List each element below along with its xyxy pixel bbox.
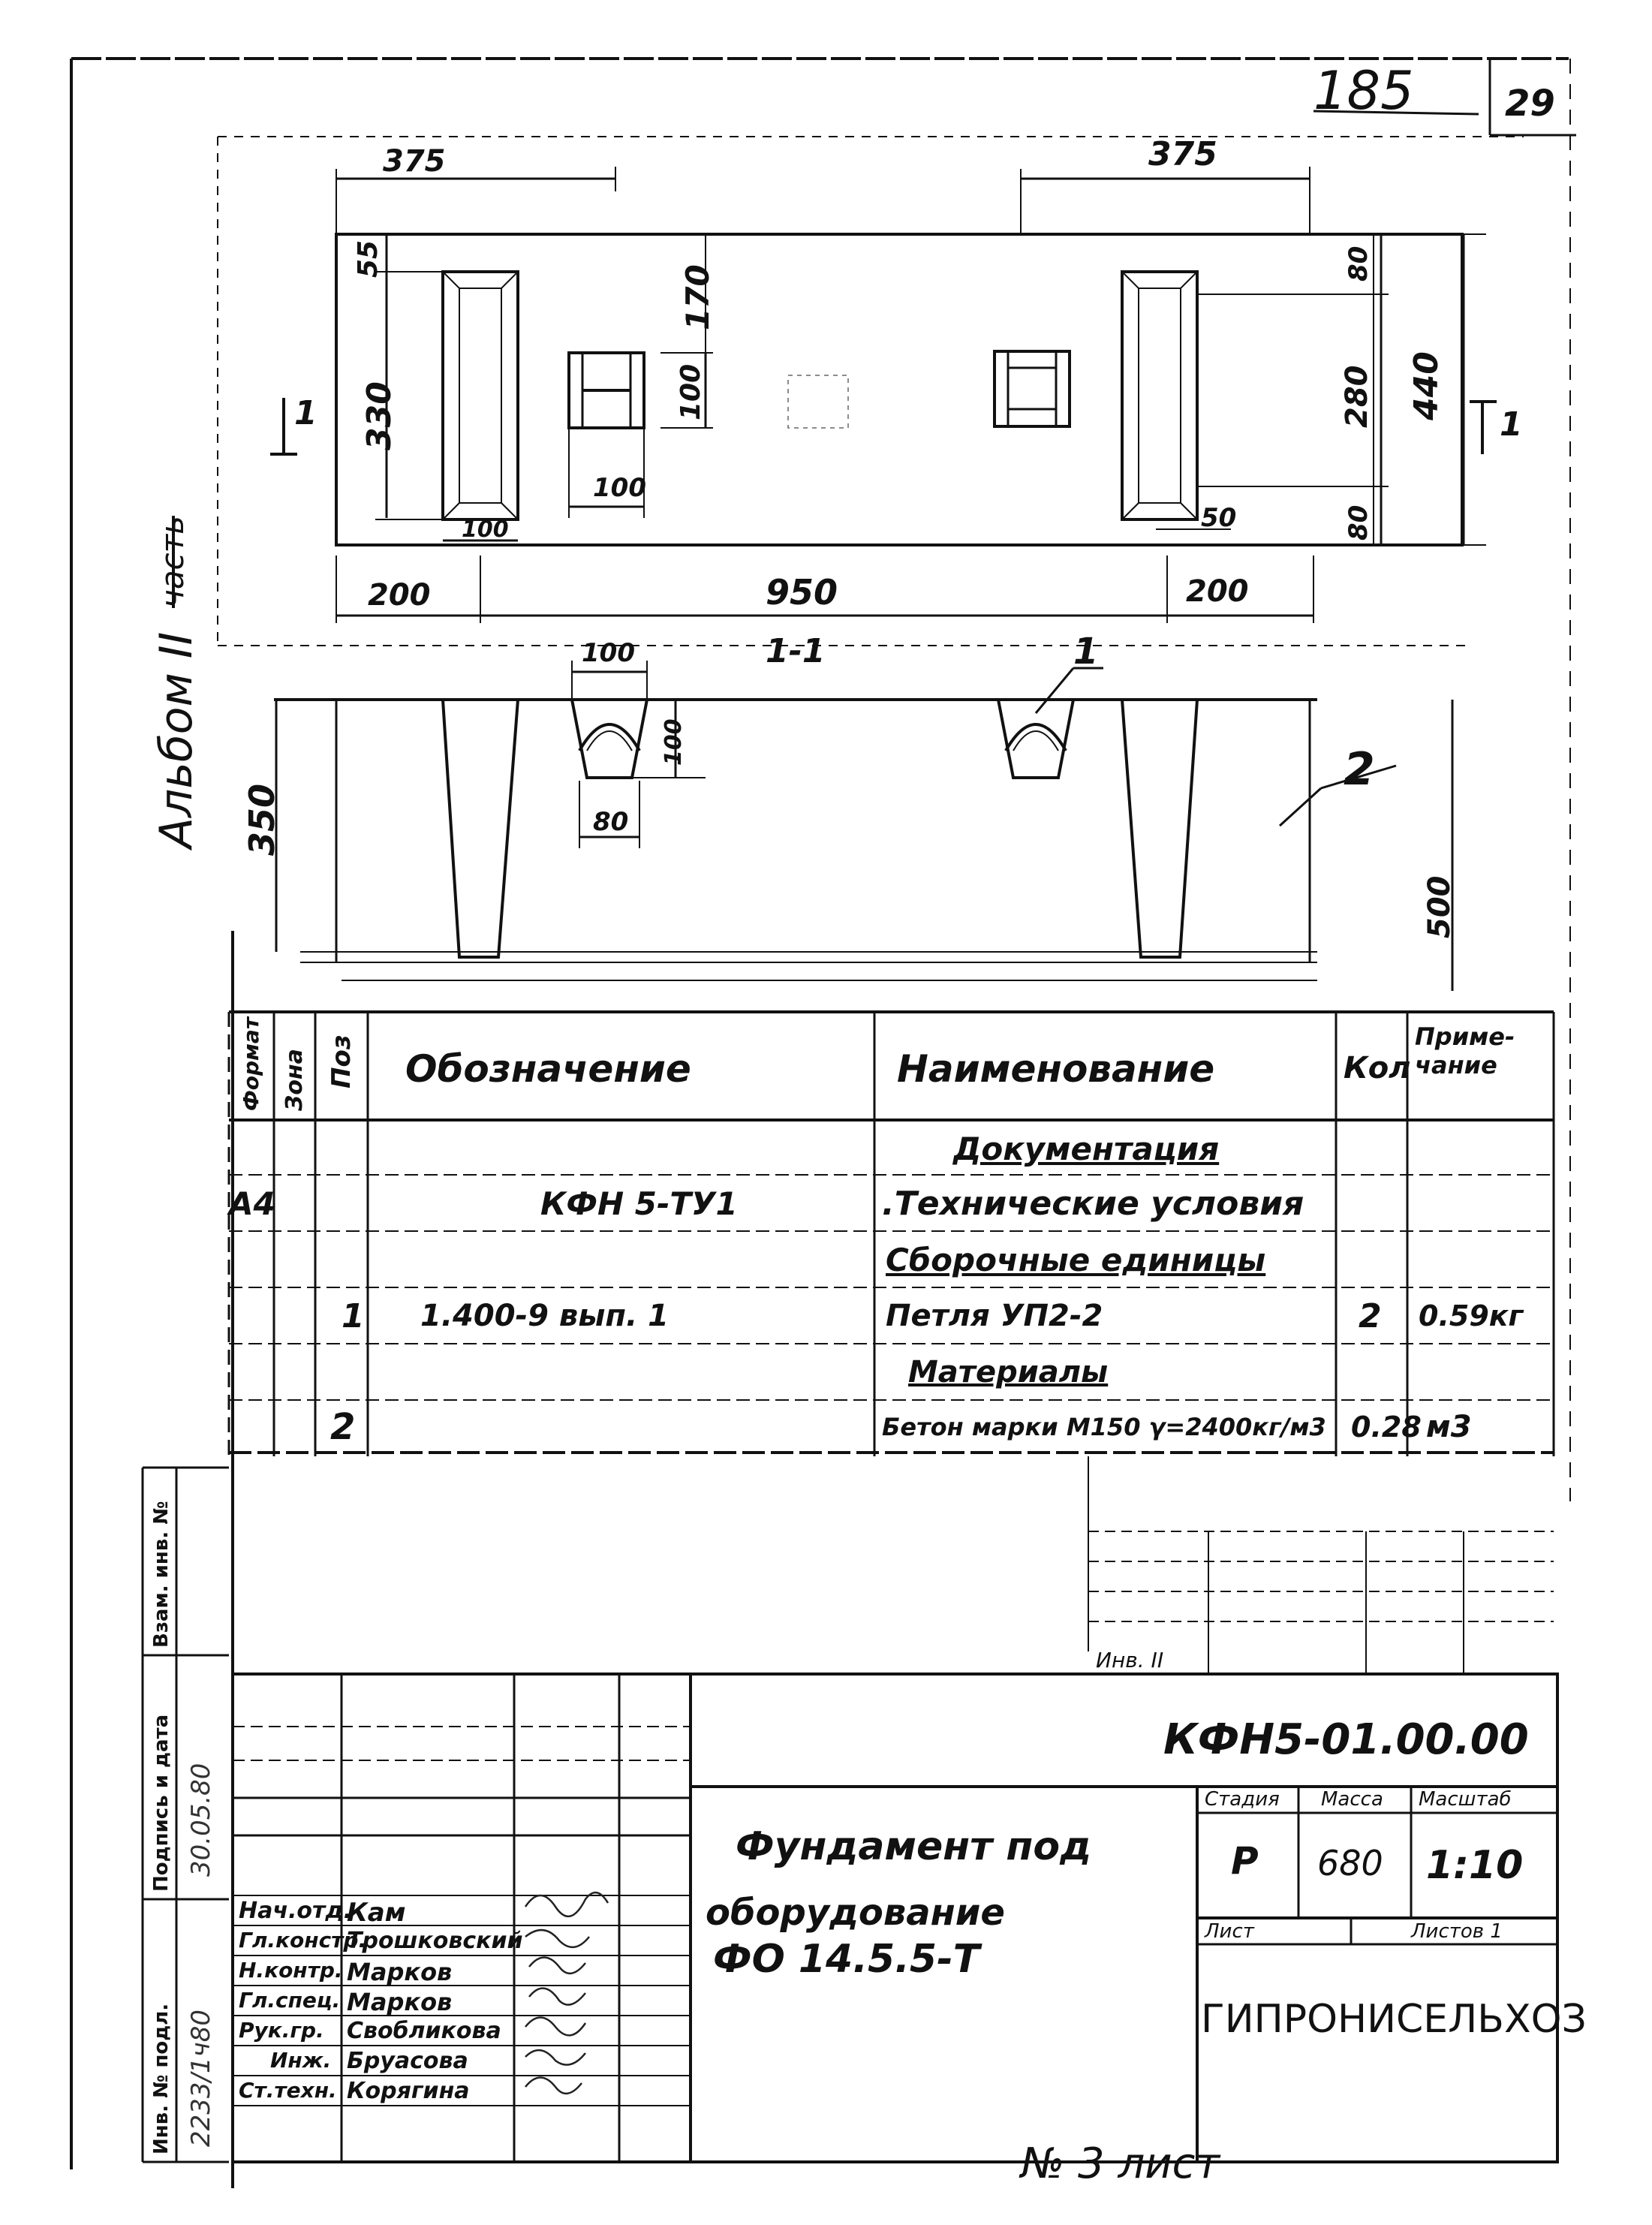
spec-row-6-name: Бетон марки М150 γ=2400кг/м3 xyxy=(882,1413,1326,1441)
staff-role-3: Н.контр. xyxy=(239,1958,343,1983)
staff-name-3: Марков xyxy=(347,1958,453,1986)
dim-950: 950 xyxy=(766,572,838,613)
dim-100-horizontal: 100 xyxy=(593,473,646,503)
section-mark-left: 1 xyxy=(294,394,317,432)
document-title-line3: ФО 14.5.5-Т xyxy=(713,1937,980,1982)
scale-value: 1:10 xyxy=(1426,1843,1524,1888)
spec-row-2-format: А4 xyxy=(229,1185,275,1222)
staff-name-1: Кам xyxy=(347,1898,406,1928)
mass-value: 680 xyxy=(1317,1843,1383,1883)
page-number: 185 xyxy=(1313,60,1414,122)
spec-table-grid xyxy=(227,1010,1555,1456)
staff-role-4: Гл.спец. xyxy=(239,1988,341,2013)
footer-note: № 3 лист xyxy=(1021,2139,1220,2188)
sheets-label: Листов 1 xyxy=(1411,1920,1503,1943)
dim-375-right: 375 xyxy=(1148,135,1217,173)
callout-2: 2 xyxy=(1344,743,1375,796)
dim-375-left: 375 xyxy=(383,144,446,179)
inv-note: Инв. II xyxy=(1096,1648,1164,1673)
section-mark-right: 1 xyxy=(1500,405,1523,444)
staff-name-7: Корягина xyxy=(347,2078,470,2104)
scale-label: Масштаб xyxy=(1419,1788,1512,1811)
spec-row-2-designation: КФН 5-ТУ1 xyxy=(540,1185,738,1222)
spec-row-4-pos: 1 xyxy=(342,1296,365,1335)
spec-row-5-name: Материалы xyxy=(908,1355,1109,1389)
callout-1: 1 xyxy=(1073,631,1099,673)
spec-header-name: Наименование xyxy=(897,1047,1215,1091)
staff-name-2: Трошковский xyxy=(347,1928,523,1954)
spec-row-6-note: м3 xyxy=(1426,1410,1472,1444)
document-title-line1: Фундамент под xyxy=(736,1824,1092,1869)
plan-view xyxy=(217,136,1524,646)
sheet-corner-number: 29 xyxy=(1505,83,1555,125)
dim-50: 50 xyxy=(1201,503,1237,533)
staff-role-5: Рук.гр. xyxy=(239,2018,324,2043)
staff-name-4: Марков xyxy=(347,1988,453,2016)
stage-value: Р xyxy=(1231,1839,1259,1883)
staff-role-6: Инж. xyxy=(270,2048,332,2073)
section-dim-80: 80 xyxy=(593,807,629,837)
staff-role-2: Гл.констр. xyxy=(239,1928,367,1953)
spec-header-note: Приме-чание xyxy=(1415,1022,1515,1079)
spec-row-6-qty: 0.28 xyxy=(1351,1411,1422,1444)
spec-row-1-name: Документация xyxy=(953,1130,1220,1167)
document-code: КФН5-01.00.00 xyxy=(1163,1715,1529,1764)
staff-name-6: Бруасова xyxy=(347,2048,468,2074)
mass-label: Масса xyxy=(1321,1788,1383,1811)
section-dim-100-top: 100 xyxy=(582,638,635,668)
sheet-label: Лист xyxy=(1205,1920,1254,1943)
spec-row-4-note: 0.59кг xyxy=(1419,1299,1524,1332)
spec-row-4-designation: 1.400-9 вып. 1 xyxy=(420,1299,669,1333)
spec-row-4-qty: 2 xyxy=(1359,1296,1382,1335)
revision-grid xyxy=(1088,1456,1554,1674)
spec-header-designation: Обозначение xyxy=(405,1047,691,1091)
side-stamp-grid xyxy=(141,1466,229,2163)
document-title-line2: оборудование xyxy=(706,1892,1005,1934)
spec-row-4-name: Петля УП2-2 xyxy=(886,1299,1103,1333)
dim-200-left: 200 xyxy=(368,578,431,613)
dim-200-right: 200 xyxy=(1186,574,1249,609)
dim-100-bottom: 100 xyxy=(462,516,509,543)
staff-role-1: Нач.отд. xyxy=(239,1898,352,1924)
spec-row-2-name: .Технические условия xyxy=(882,1184,1304,1223)
staff-name-5: Свобликова xyxy=(347,2018,501,2044)
sheet-frame xyxy=(70,57,1576,2188)
stage-label: Стадия xyxy=(1205,1788,1280,1811)
spec-header-qty: Кол xyxy=(1344,1051,1411,1085)
title-block-grid xyxy=(231,1673,1559,2163)
section-title: 1-1 xyxy=(766,632,826,670)
spec-row-6-pos: 2 xyxy=(330,1406,356,1448)
staff-role-7: Ст.техн. xyxy=(239,2078,337,2103)
organization: ГИПРОНИСЕЛЬХОЗ xyxy=(1201,1997,1587,2042)
section-view xyxy=(274,661,1454,991)
spec-row-3-name: Сборочные единицы xyxy=(886,1241,1266,1278)
